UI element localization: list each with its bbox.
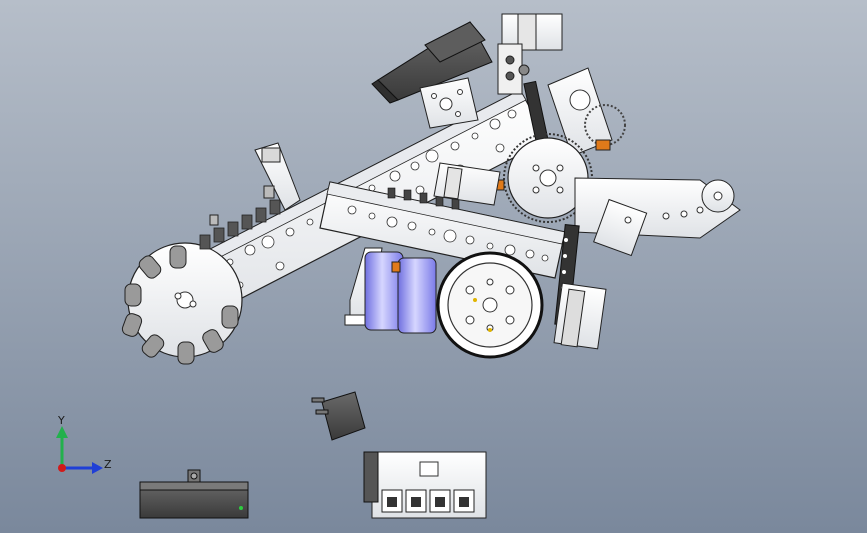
y-arrow-head [56,426,68,438]
omni-wheel-left[interactable] [121,242,243,365]
shoulder-gear-joint[interactable] [495,67,626,223]
coordinate-triad: Y Z [56,414,112,474]
z-arrow-head [92,462,103,474]
mid-servo[interactable] [433,162,501,206]
power-switch[interactable] [311,391,366,441]
top-motor-block[interactable] [371,21,493,104]
controller-brick[interactable] [139,469,249,519]
y-axis-label: Y [57,414,65,427]
x-axis-point [58,464,66,472]
wheel-servo[interactable] [553,282,607,350]
drive-wheel[interactable] [436,251,544,359]
top-mount-plate[interactable] [419,77,479,129]
z-axis-label: Z [104,458,112,471]
battery-pack[interactable] [344,247,437,334]
top-servo[interactable] [497,13,563,144]
forearm-link[interactable] [574,177,741,257]
port-hub[interactable] [363,451,487,519]
sensor-bracket-stack[interactable] [199,142,301,250]
